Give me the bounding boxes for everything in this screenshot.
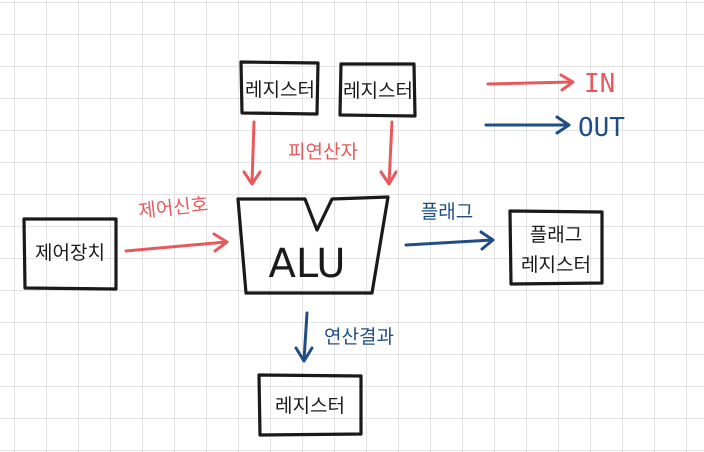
legend: IN OUT (484, 69, 625, 143)
legend-out: OUT (484, 113, 625, 143)
legend-in: IN (486, 69, 615, 99)
register-bottom-label: 레지스터 (275, 395, 345, 417)
flag-register-label-line2: 레지스터 (521, 254, 591, 276)
result-label: 연산결과 (324, 326, 394, 348)
flag-register: 플래그 레지스터 (508, 209, 604, 286)
register-top-right-label: 레지스터 (343, 80, 413, 102)
alu-label: ALU (269, 241, 346, 287)
control-unit: 제어장치 (22, 217, 118, 291)
register-top-right: 레지스터 (338, 62, 417, 118)
flag-register-label-line1: 플래그 (530, 224, 582, 246)
register-top-left-label: 레지스터 (245, 79, 315, 101)
legend-in-label: IN (584, 69, 615, 99)
legend-out-label: OUT (578, 113, 625, 143)
control-signal-label: 제어신호 (137, 193, 209, 222)
register-top-left: 레지스터 (239, 60, 320, 116)
result-arrow (294, 311, 314, 363)
register-bottom: 레지스터 (257, 373, 363, 437)
operands-label: 피연산자 (288, 141, 358, 163)
operand-arrows (242, 120, 398, 186)
control-unit-label: 제어장치 (35, 242, 105, 264)
alu-block: ALU (236, 195, 390, 295)
flag-arrow (404, 230, 495, 251)
control-signal-arrow (124, 232, 229, 253)
flag-label: 플래그 (421, 201, 473, 223)
